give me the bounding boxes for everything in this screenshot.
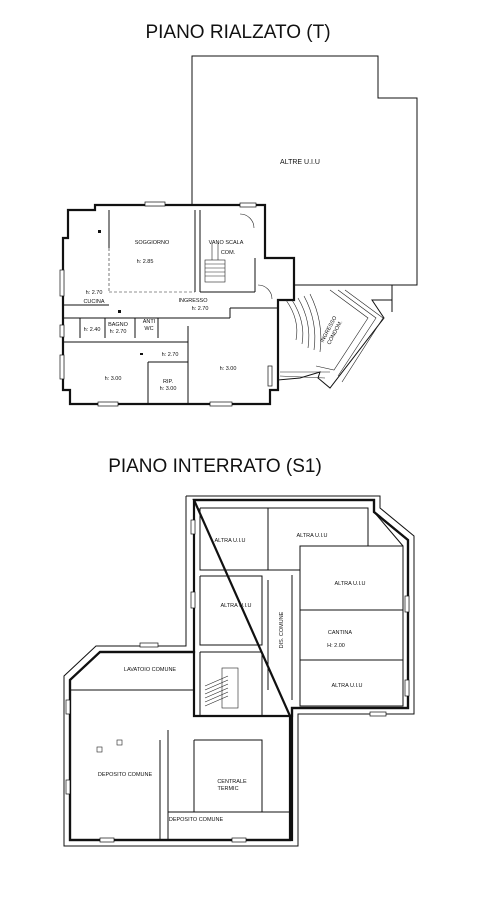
deposito-comune-1-label: DEPOSITO COMUNE	[98, 772, 153, 778]
condominium-entrance	[277, 284, 393, 389]
apartment-outer-wall	[61, 203, 296, 406]
vano-scala-com-label: COM.	[221, 250, 236, 256]
soggiorno-label: SOGGIORNO	[135, 240, 170, 246]
window	[65, 699, 71, 715]
deposito-comune-2-label: DEPOSITO COMUNE	[169, 817, 224, 823]
lavatoio-label: LAVATOIO COMUNE	[124, 667, 176, 673]
altra-uiu-2-label: ALTRA U.I.U	[296, 533, 327, 539]
window	[209, 401, 233, 407]
fixture	[96, 746, 103, 753]
window	[369, 711, 387, 717]
cantina-label: CANTINA	[328, 630, 352, 636]
window	[267, 365, 273, 387]
termic-label: TERMIC	[217, 786, 238, 792]
dis-comune-label: DIS. COMUNE	[279, 611, 285, 648]
room-left-height: h: 3.00	[105, 376, 122, 382]
room-altra-2-wall	[268, 507, 369, 571]
window	[139, 642, 159, 648]
centrale-label: CENTRALE	[217, 779, 247, 785]
rip-height: h: 3.00	[160, 386, 177, 392]
anti-label: ANTI	[143, 319, 156, 325]
door-swing	[239, 213, 255, 229]
altra-uiu-5-label: ALTRA U.I.U	[331, 683, 362, 689]
ground-floor-title: PIANO RIALZATO (T)	[145, 22, 330, 43]
column	[140, 353, 143, 355]
window	[239, 202, 257, 208]
vano-scala-label: VANO SCALA	[209, 240, 244, 246]
altra-uiu-1-label: ALTRA U.I.U	[214, 538, 245, 544]
window	[404, 679, 410, 697]
stair-block-wall	[199, 651, 263, 717]
altra-uiu-3-label: ALTRA U.I.U	[334, 581, 365, 587]
basement-outer-wall-main	[68, 498, 410, 842]
cucina-label: CUCINA	[83, 299, 104, 305]
window	[65, 779, 71, 795]
wall	[373, 511, 404, 547]
column	[118, 310, 121, 313]
altre-uiu-label: ALTRE U.I.U	[280, 159, 320, 166]
door-swing	[257, 284, 273, 300]
window	[59, 354, 65, 380]
cucina-height: h: 2.70	[86, 290, 103, 296]
room-altra-5-wall	[299, 659, 404, 707]
basement-outer-wall-offset	[63, 495, 415, 847]
rip-label: RIP.	[163, 379, 173, 385]
ingresso-label: INGRESSO	[178, 298, 208, 304]
basement-title: PIANO INTERRATO (S1)	[108, 456, 322, 477]
window	[97, 401, 119, 407]
altra-uiu-4-label: ALTRA U.I.U	[220, 603, 251, 609]
room-right-height: h: 3.00	[220, 366, 237, 372]
column	[98, 230, 101, 233]
window	[59, 324, 65, 338]
window	[190, 591, 196, 609]
bagno-label: BAGNO	[108, 322, 129, 328]
room-altra-3-wall	[299, 545, 404, 611]
basement-plan: ALTRA U.I.U ALTRA U.I.U ALTRA U.I.U ALTR…	[63, 495, 415, 847]
window	[99, 837, 115, 843]
stair-basement	[204, 667, 239, 709]
soggiorno-height: h: 2.85	[137, 259, 154, 265]
altre-uiu-outline	[191, 55, 418, 312]
stair-ground	[204, 243, 226, 283]
window	[59, 269, 65, 297]
bagno-secondary-height: h: 2.40	[84, 327, 101, 333]
centrale-termica-wall	[193, 739, 263, 813]
ingresso-height: h: 2.70	[192, 306, 209, 312]
window	[144, 201, 166, 207]
window	[190, 519, 196, 535]
corridor-height: h: 2.70	[162, 352, 179, 358]
bagno-height: h: 2.70	[110, 329, 127, 335]
ground-floor-plan: ALTRE U.I.U SOGGIORNO h: 2.85 VANO SCALA…	[59, 55, 418, 407]
cantina-height: H: 2.00	[327, 643, 345, 649]
window	[231, 837, 247, 843]
basement-outer-wall	[68, 498, 410, 842]
room-altra-4-wall	[199, 575, 263, 646]
window	[404, 595, 410, 613]
wc-label: WC	[144, 326, 153, 332]
fixture	[116, 739, 123, 746]
